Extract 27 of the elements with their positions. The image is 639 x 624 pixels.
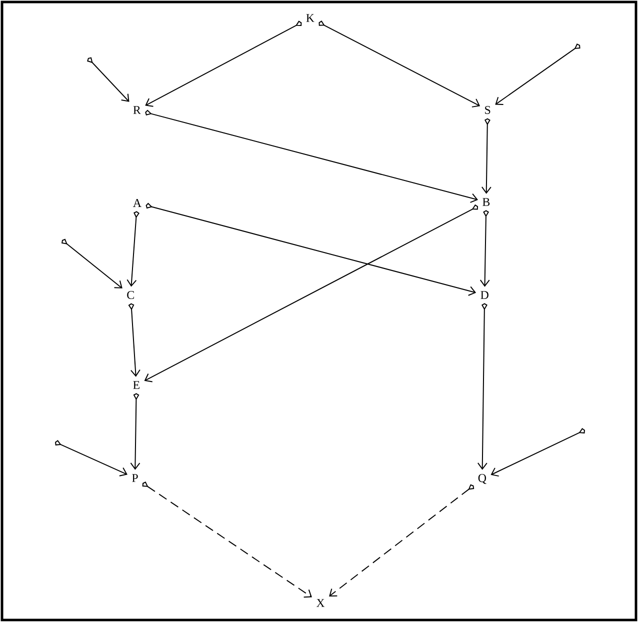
arrow — [480, 210, 490, 287]
arrow — [142, 482, 312, 598]
node-label: R — [133, 106, 141, 114]
node-label: C — [127, 290, 134, 299]
node-label: Q — [478, 474, 486, 484]
arrow — [145, 110, 478, 203]
arrow — [126, 211, 140, 287]
arrow — [490, 428, 585, 477]
node-label: K — [306, 14, 314, 22]
node-label: S — [485, 106, 490, 114]
arrow — [329, 484, 474, 596]
arrow — [87, 57, 130, 102]
node-label: E — [133, 381, 140, 389]
arrow — [144, 204, 478, 382]
node-label: P — [132, 474, 138, 482]
arrow — [145, 20, 302, 107]
arrow — [477, 303, 488, 470]
arrow — [481, 118, 492, 194]
arrow — [318, 20, 480, 108]
node-label: D — [480, 291, 488, 299]
node-label: A — [133, 199, 142, 207]
arrow — [495, 44, 580, 105]
arrow — [62, 238, 122, 288]
node-label: B — [482, 198, 490, 206]
arrow — [128, 303, 140, 377]
node-label: X — [316, 599, 325, 607]
arrow — [130, 393, 140, 470]
